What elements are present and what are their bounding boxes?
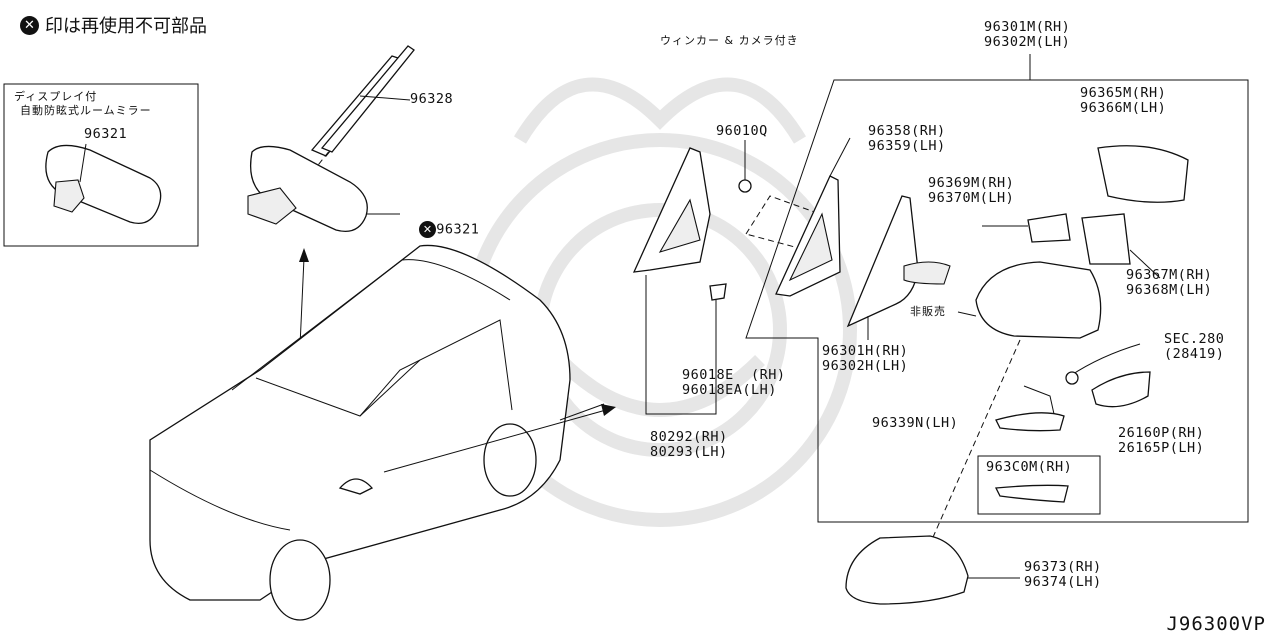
part-96367m[interactable]: 96367M(RH) 96368M(LH) [1126,267,1213,298]
part-96321-number: 96321 [436,221,480,238]
actuator-drawing [982,213,1071,243]
part-96010q[interactable]: 96010Q [716,123,768,139]
part-96369m[interactable]: 96369M(RH) 96370M(LH) [928,175,1015,206]
part-96365m[interactable]: 96365M(RH) 96366M(LH) [1080,85,1167,116]
part-963c0m[interactable]: 963C0M(RH) [986,459,1073,475]
camera-note: ウィンカー & カメラ付き [660,34,799,47]
mirror-base-cover-drawing [775,175,841,297]
part-96339n[interactable]: 96339N(LH) [872,415,959,431]
part-96301h[interactable]: 96301H(RH) 96302H(LH) [822,343,909,374]
legend: ✕ 印は再使用不可部品 [20,12,207,38]
not-sold-note: 非販売 [910,305,946,318]
housing-cover-drawing [1097,145,1189,203]
room-mirror-drawing [247,145,400,233]
part-26160p[interactable]: 26160P(RH) 26165P(LH) [1118,425,1205,456]
part-96321[interactable]: ✕96321 [402,206,479,238]
part-96328[interactable]: 96328 [410,91,454,107]
part-96301m[interactable]: 96301M(RH) 96302M(LH) [984,19,1071,50]
inset-part-number[interactable]: 96321 [84,126,128,142]
inset-title-line1: ディスプレイ付 [14,90,98,103]
mirror-glass-drawing [846,195,951,328]
section-280[interactable]: SEC.280 (28419) [1164,331,1225,362]
mirror-base-drawing [632,147,752,301]
auto-dimming-mirror-drawing [45,143,162,225]
mirror-cover-drawing [845,535,969,605]
inset-title-line2: 自動防眩式ルームミラー [20,104,152,117]
inset-box [3,83,199,247]
motor-drawing [1081,213,1161,279]
diagram-code: J96300VP [1166,613,1266,635]
mirror-housing-drawing [957,261,1102,339]
vehicle-drawing [149,244,571,621]
turn-lamp-drawing [1091,371,1151,408]
camera-drawing [995,385,1065,432]
part-96358[interactable]: 96358(RH) 96359(LH) [868,123,946,154]
legend-text: 印は再使用不可部品 [45,16,207,37]
non-reusable-mark-icon: ✕ [20,15,39,35]
non-reusable-mark-icon: ✕ [419,221,437,238]
part-96373[interactable]: 96373(RH) 96374(LH) [1024,559,1102,590]
mirror-stay-drawing [299,45,415,189]
part-96018e[interactable]: 96018E (RH) 96018EA(LH) [682,367,786,398]
part-80292[interactable]: 80292(RH) 80293(LH) [650,429,728,460]
